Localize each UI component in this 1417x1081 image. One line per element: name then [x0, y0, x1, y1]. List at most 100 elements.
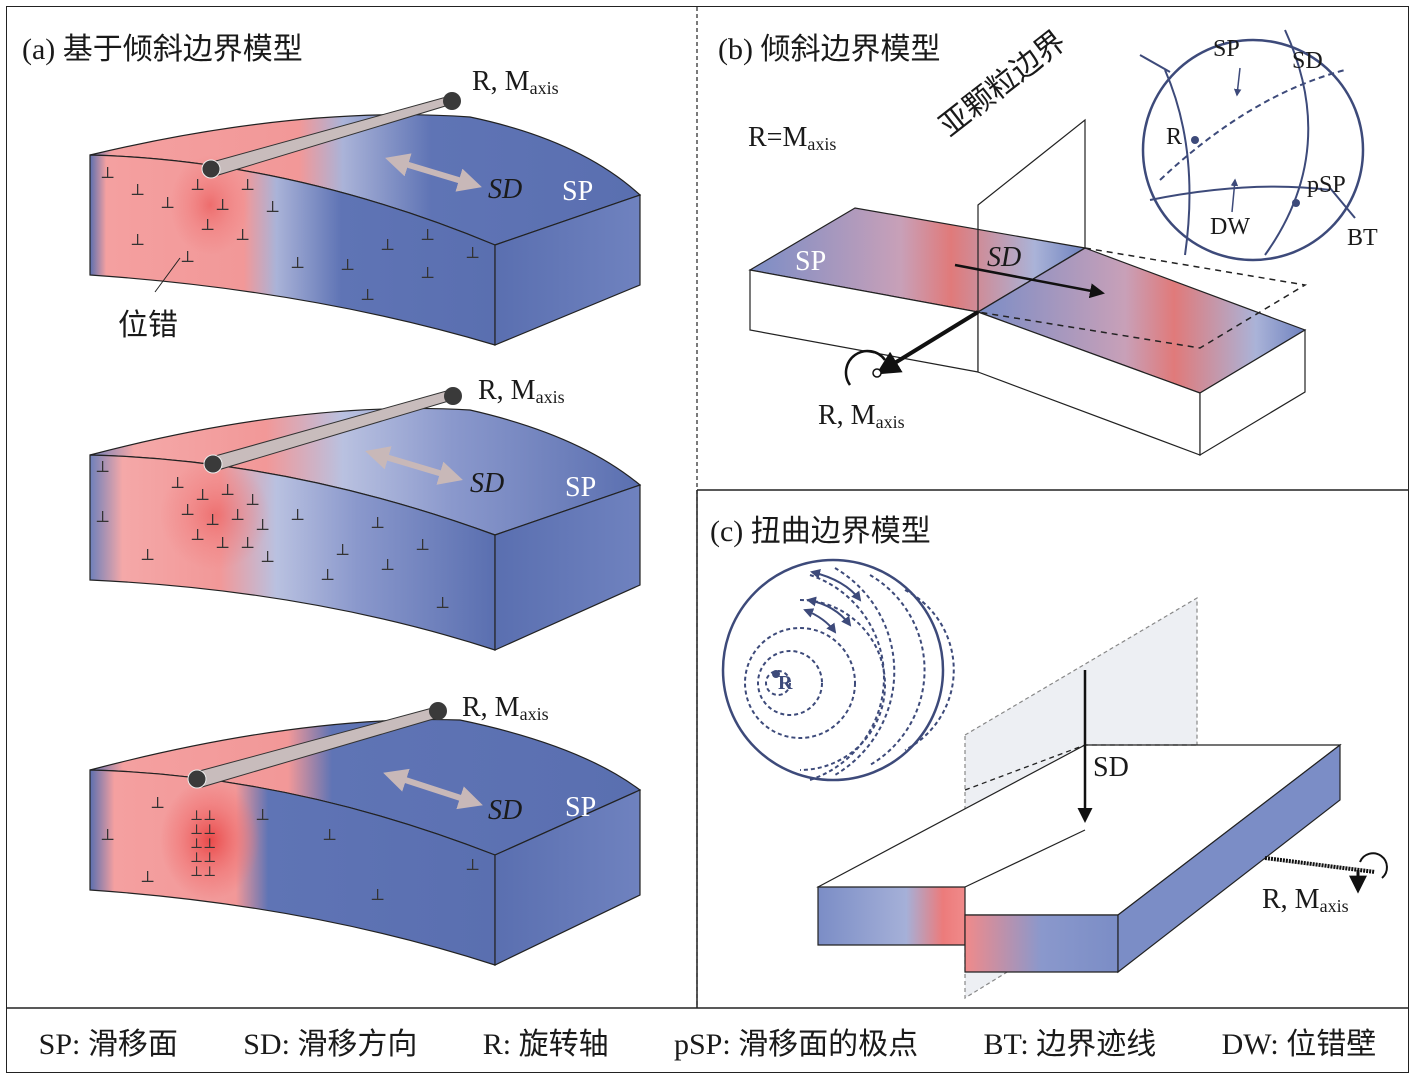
stereonet-c-r-label: R [778, 672, 793, 694]
stereonet-dw-label: DW [1210, 214, 1250, 240]
svg-text:⊥: ⊥ [150, 795, 165, 812]
svg-text:⊥: ⊥ [380, 237, 395, 254]
panel-a-title: (a) 基于倾斜边界模型 [22, 33, 303, 66]
svg-text:⊥: ⊥ [215, 535, 230, 552]
axis-ball-a1-near [201, 159, 221, 179]
subgrain-boundary-plane [977, 118, 1086, 314]
panel-c-title: (c) 扭曲边界模型 [710, 515, 931, 548]
panel-b-diagram [748, 29, 1365, 457]
panel-b-title: (b) 倾斜边界模型 [718, 33, 941, 66]
sp-label-b: SP [795, 246, 827, 277]
svg-text:⊥: ⊥ [160, 195, 175, 212]
svg-text:⊥: ⊥ [190, 177, 205, 194]
svg-text:⊥: ⊥ [322, 827, 337, 844]
legend-sp: SP: 滑移面 [38, 1027, 178, 1061]
svg-text:⊥⊥: ⊥⊥ [190, 851, 216, 866]
sp-label-a2: SP [565, 472, 597, 503]
svg-text:⊥: ⊥ [230, 507, 245, 524]
sp-label-a3: SP [565, 792, 597, 823]
svg-text:⊥: ⊥ [215, 197, 230, 214]
axis-label-b: R, Maxis [818, 400, 905, 432]
block-c-right-side [1117, 743, 1341, 974]
svg-text:⊥: ⊥ [320, 567, 335, 584]
svg-text:⊥: ⊥ [205, 512, 220, 529]
sd-label-b: SD [987, 242, 1022, 273]
svg-text:⊥: ⊥ [200, 217, 215, 234]
svg-text:⊥: ⊥ [220, 482, 235, 499]
svg-text:⊥: ⊥ [265, 199, 280, 216]
sd-label-a1: SD [488, 174, 523, 205]
svg-text:⊥: ⊥ [195, 487, 210, 504]
sd-label-a2: SD [470, 468, 505, 499]
legend-bt: BT: 边界迹线 [983, 1027, 1157, 1061]
block-a1: ⊥ ⊥ ⊥ ⊥ ⊥ ⊥ ⊥ ⊥ ⊥ ⊥ ⊥ ⊥ ⊥ ⊥ ⊥ ⊥ ⊥ ⊥ [89, 92, 642, 346]
svg-text:⊥: ⊥ [420, 265, 435, 282]
block-b-dashed-outline [977, 247, 1308, 349]
svg-text:⊥: ⊥ [290, 255, 305, 272]
svg-text:⊥: ⊥ [130, 232, 145, 249]
svg-text:⊥: ⊥ [190, 527, 205, 544]
formula-label-b: R=Maxis [748, 122, 837, 154]
svg-text:⊥: ⊥ [95, 509, 110, 526]
svg-text:⊥⊥: ⊥⊥ [190, 837, 216, 852]
block-a3: ⊥ ⊥ ⊥ ⊥ ⊥ ⊥ ⊥ ⊥⊥ ⊥⊥ ⊥⊥ ⊥⊥ ⊥⊥ [89, 702, 642, 966]
svg-text:⊥: ⊥ [235, 227, 250, 244]
axis-label-a2: R, Maxis [478, 375, 565, 407]
svg-text:⊥: ⊥ [100, 827, 115, 844]
svg-text:⊥: ⊥ [465, 245, 480, 262]
svg-text:⊥: ⊥ [435, 595, 450, 612]
rotation-curl-b [844, 349, 887, 386]
svg-text:⊥⊥: ⊥⊥ [190, 823, 216, 838]
rotation-axis-b [875, 310, 980, 375]
svg-text:⊥: ⊥ [260, 549, 275, 566]
stereonet-sd-label: SD [1292, 48, 1323, 74]
axis-label-c: R, Maxis [1262, 884, 1349, 916]
svg-text:⊥: ⊥ [170, 475, 185, 492]
svg-text:⊥⊥: ⊥⊥ [190, 865, 216, 880]
dislocation-symbols: ⊥ [100, 165, 115, 182]
svg-text:⊥: ⊥ [335, 542, 350, 559]
legend-psp: pSP: 滑移面的极点 [673, 1027, 919, 1061]
stereonet-r-label: R [1166, 124, 1183, 150]
svg-text:⊥: ⊥ [240, 177, 255, 194]
sd-label-c: SD [1093, 752, 1129, 783]
svg-text:⊥: ⊥ [340, 257, 355, 274]
axis-ball-a3-far [429, 702, 447, 720]
stereonet-c [721, 558, 945, 782]
svg-text:⊥: ⊥ [290, 507, 305, 524]
axis-label-a3: R, Maxis [462, 692, 549, 724]
svg-text:⊥: ⊥ [370, 887, 385, 904]
sd-arrow-a1 [385, 153, 482, 192]
svg-text:⊥: ⊥ [370, 515, 385, 532]
axis-ball-a2-far [444, 387, 462, 405]
svg-text:⊥: ⊥ [255, 807, 270, 824]
legend-dw: DW: 位错壁 [1221, 1027, 1377, 1061]
svg-text:⊥: ⊥ [140, 869, 155, 886]
legend-r: R: 旋转轴 [482, 1027, 609, 1061]
legend: SP: 滑移面 SD: 滑移方向 R: 旋转轴 pSP: 滑移面的极点 BT: … [6, 1008, 1409, 1073]
stereonet-psp-label: pSP [1307, 172, 1346, 198]
legend-sd: SD: 滑移方向 [243, 1027, 418, 1061]
svg-text:⊥: ⊥ [180, 249, 195, 266]
svg-text:⊥: ⊥ [465, 857, 480, 874]
svg-text:⊥: ⊥ [360, 287, 375, 304]
svg-text:⊥: ⊥ [380, 557, 395, 574]
stereonet-bt-label: BT [1347, 225, 1378, 251]
block-a2-side [494, 484, 641, 651]
svg-text:⊥: ⊥ [415, 537, 430, 554]
panel-c-diagram [721, 558, 1388, 1000]
sp-label-a1: SP [562, 176, 594, 207]
block-b-right-side [1199, 328, 1306, 457]
axis-ball-a1-far [443, 92, 461, 110]
stereonet-b [1141, 38, 1365, 262]
svg-text:⊥: ⊥ [255, 517, 270, 534]
block-a3-side [494, 789, 641, 966]
block-a1-side [494, 194, 641, 346]
block-a2: ⊥ ⊥ ⊥ ⊥ ⊥ ⊥ ⊥ ⊥ ⊥ ⊥ ⊥ ⊥ ⊥ ⊥ ⊥ ⊥ ⊥ ⊥ ⊥ ⊥ … [89, 387, 642, 651]
svg-text:⊥: ⊥ [420, 227, 435, 244]
sd-arrow-a2 [365, 446, 463, 485]
svg-text:⊥: ⊥ [140, 547, 155, 564]
sd-arrow-a3 [383, 768, 483, 810]
svg-text:⊥: ⊥ [240, 535, 255, 552]
